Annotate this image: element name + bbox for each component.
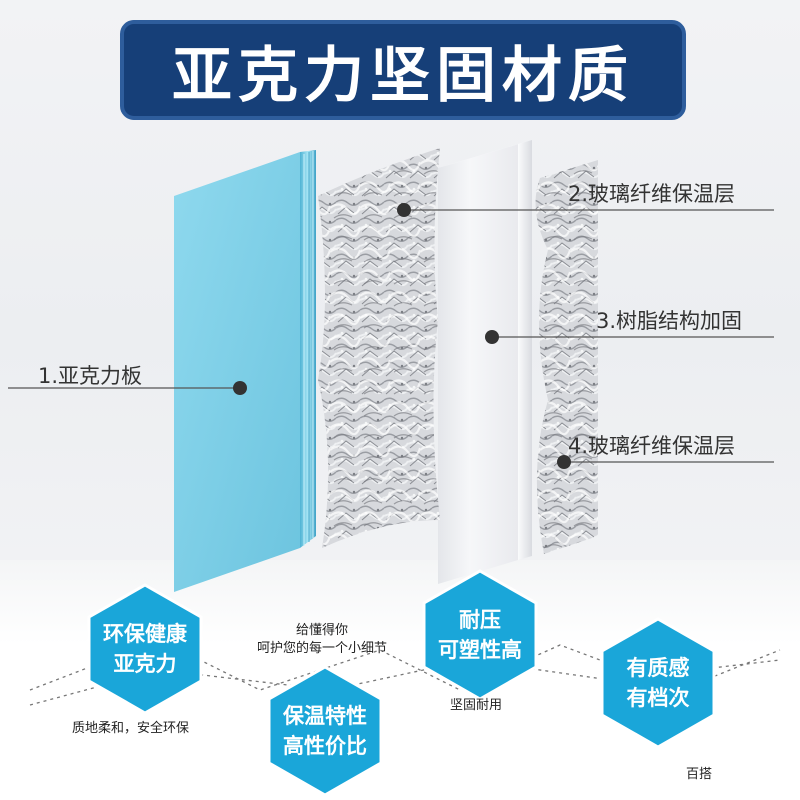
callout-dots xyxy=(233,203,571,469)
feature-pressure-line2: 可塑性高 xyxy=(438,638,522,662)
note-insulation-line1: 给懂得你 xyxy=(295,623,348,638)
layer-label-resin: 3.树脂结构加固 xyxy=(596,309,743,333)
feature-eco-line1: 环保健康 xyxy=(103,622,187,646)
note-pressure: 坚固耐用 xyxy=(450,698,503,713)
feature-pressure: 耐压 可塑性高 xyxy=(424,603,536,667)
page-title: 亚克力坚固材质 xyxy=(172,40,634,111)
feature-quality-line2: 有档次 xyxy=(626,686,690,710)
callout-lines xyxy=(8,209,774,463)
feature-quality: 有质感 有档次 xyxy=(602,651,714,715)
feature-pressure-line1: 耐压 xyxy=(459,608,501,632)
title-banner: 亚克力坚固材质 xyxy=(120,20,686,120)
feature-insulation-line2: 高性价比 xyxy=(283,734,367,758)
fiber-layer-front xyxy=(318,148,440,548)
note-eco: 质地柔和，安全环保 xyxy=(72,721,190,736)
acrylic-sheet-layer xyxy=(174,150,316,592)
feature-insulation-line1: 保温特性 xyxy=(283,704,367,728)
layer-label-acrylic: 1.亚克力板 xyxy=(38,364,143,388)
layer-label-fiber-2: 2.玻璃纤维保温层 xyxy=(568,182,736,206)
resin-board-layer xyxy=(438,140,532,584)
note-quality: 百搭 xyxy=(686,767,713,782)
feature-insulation: 保温特性 高性价比 xyxy=(269,699,381,763)
fiber-layer-back xyxy=(535,160,598,554)
feature-hexagons xyxy=(87,569,716,797)
feature-eco-line2: 亚克力 xyxy=(113,652,177,676)
note-insulation: 给懂得你 呵护您的每一个小细节 xyxy=(232,622,412,658)
layer-label-fiber-4: 4.玻璃纤维保温层 xyxy=(568,434,736,458)
note-insulation-line2: 呵护您的每一个小细节 xyxy=(256,641,387,656)
feature-eco-acrylic: 环保健康 亚克力 xyxy=(89,617,201,681)
feature-quality-line1: 有质感 xyxy=(626,656,690,680)
